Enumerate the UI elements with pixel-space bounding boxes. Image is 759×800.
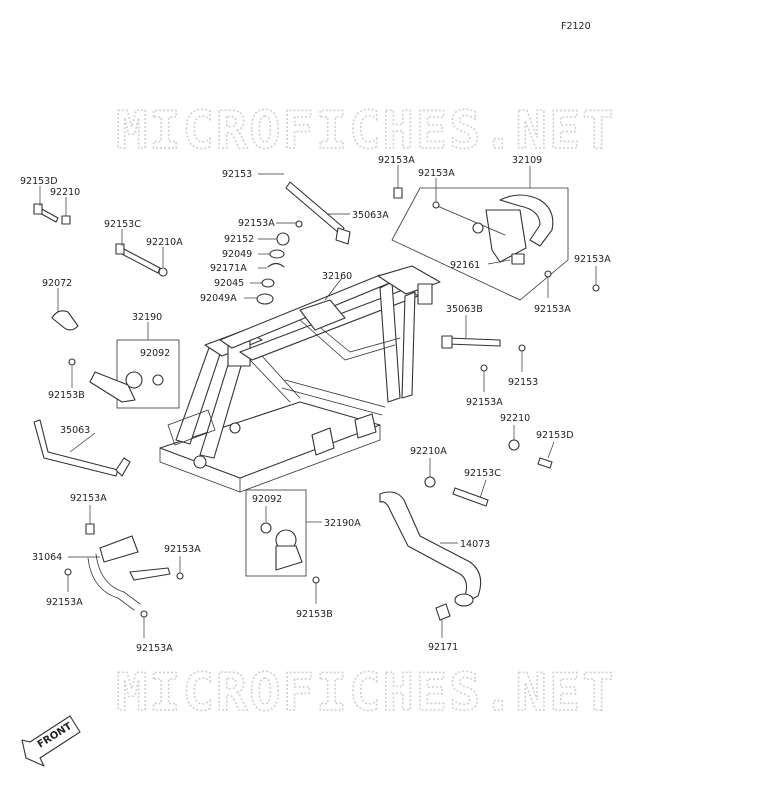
label-92153B: 92153B	[48, 390, 85, 401]
label-92049: 92049	[222, 249, 252, 260]
rod-35063	[33, 419, 131, 477]
label-32109: 32109	[512, 155, 542, 166]
label-92171: 92171	[428, 642, 458, 653]
label-92153A: 92153A	[574, 254, 611, 265]
small-parts-stack	[256, 232, 290, 305]
label-92072: 92072	[42, 278, 72, 289]
label-92153A: 92153A	[534, 304, 571, 315]
label-32160: 32160	[322, 271, 352, 282]
label-92153A: 92153A	[418, 168, 455, 179]
label-92153A: 92153A	[136, 643, 173, 654]
label-92153: 92153	[508, 377, 538, 388]
stay-35063A	[285, 181, 351, 245]
label-31064: 31064	[32, 552, 62, 563]
label-92210: 92210	[50, 187, 80, 198]
bracket-32190A	[260, 522, 303, 571]
figure-code: F2120	[561, 21, 591, 32]
label-92153A: 92153A	[238, 218, 275, 229]
clamp-92171	[435, 603, 451, 621]
part-number-labels: 92153D 92210 92153C 92210A 92072 32190 9…	[20, 155, 611, 654]
label-92153C: 92153C	[464, 468, 501, 479]
watermark-top: MICROFICHES.NET	[116, 101, 616, 161]
label-32190: 32190	[132, 312, 162, 323]
label-32190A: 32190A	[324, 518, 361, 529]
bolt-92153C-right	[452, 487, 489, 507]
bracket-32190	[89, 371, 164, 403]
label-92152: 92152	[224, 234, 254, 245]
label-92153D: 92153D	[20, 176, 58, 187]
label-92210A: 92210A	[146, 237, 183, 248]
front-direction-arrow: FRONT	[21, 715, 81, 767]
watermark-bottom: MICROFICHES.NET	[116, 663, 616, 723]
rear-bracket-32109	[434, 194, 554, 265]
label-92153B: 92153B	[296, 609, 333, 620]
label-92171A: 92171A	[210, 263, 247, 274]
footrest-bracket-31064	[64, 523, 184, 618]
stay-35063B	[441, 335, 501, 349]
label-92153A: 92153A	[46, 597, 83, 608]
bolt-92153D-left	[33, 203, 71, 225]
bolt-92153B-left	[68, 358, 76, 366]
label-92092: 92092	[140, 348, 170, 359]
label-92161: 92161	[450, 260, 480, 271]
label-14073: 14073	[460, 539, 490, 550]
tube-14073	[379, 491, 482, 607]
label-92153D: 92153D	[536, 430, 574, 441]
label-35063B: 35063B	[446, 304, 483, 315]
collar-92210-right	[508, 439, 520, 451]
label-92210A: 92210A	[410, 446, 447, 457]
label-92153A: 92153A	[70, 493, 107, 504]
bolt-92153C-left	[115, 243, 168, 277]
label-35063A: 35063A	[352, 210, 389, 221]
label-92210: 92210	[500, 413, 530, 424]
main-frame-32160	[159, 265, 441, 493]
label-92092: 92092	[252, 494, 282, 505]
label-92153A: 92153A	[164, 544, 201, 555]
label-35063: 35063	[60, 425, 90, 436]
label-92153A: 92153A	[466, 397, 503, 408]
label-92153C: 92153C	[104, 219, 141, 230]
label-92153A: 92153A	[378, 155, 415, 166]
clamp-92072	[51, 310, 79, 331]
label-92049A: 92049A	[200, 293, 237, 304]
group-box-32109	[391, 187, 569, 301]
label-92045: 92045	[214, 278, 244, 289]
label-92153: 92153	[222, 169, 252, 180]
group-box-32190A	[245, 489, 307, 577]
